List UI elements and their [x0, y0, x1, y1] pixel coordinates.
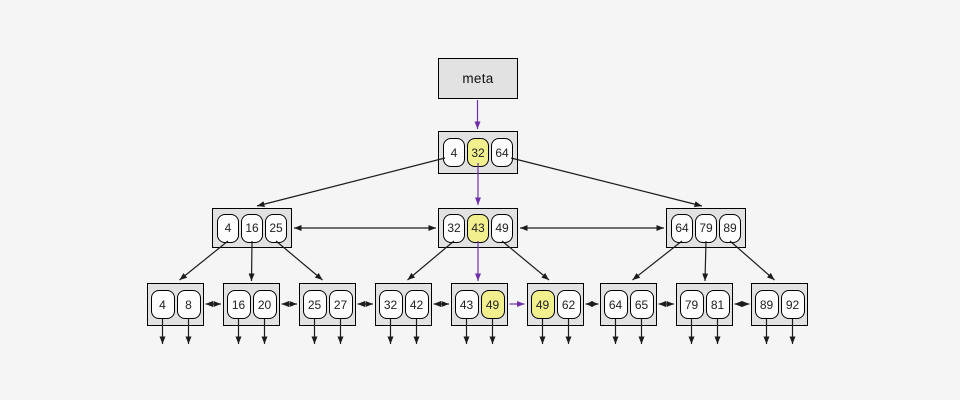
key-leaf-3-27: 27	[328, 290, 353, 319]
key-leaf-7-64: 64	[603, 290, 628, 319]
key-int-right-79: 79	[695, 213, 717, 243]
key-int-mid-32: 32	[443, 213, 465, 243]
key-root-64: 64	[491, 138, 513, 167]
key-root-4: 4	[443, 138, 465, 167]
key-int-mid-43: 43	[467, 213, 489, 243]
key-leaf-3-25: 25	[302, 290, 327, 319]
edge-root-to-int-left	[256, 157, 446, 208]
key-leaf-8-81: 81	[705, 290, 730, 319]
key-leaf-9-89: 89	[754, 290, 779, 319]
key-leaf-7-65: 65	[629, 290, 654, 319]
key-int-left-25: 25	[265, 213, 287, 243]
key-leaf-4-32: 32	[378, 290, 403, 319]
key-leaf-9-92: 92	[780, 290, 805, 319]
key-root-32: 32	[467, 138, 489, 167]
key-leaf-8-79: 79	[679, 290, 704, 319]
key-leaf-6-49: 49	[530, 290, 555, 319]
edge-root-to-int-right	[510, 157, 703, 208]
key-int-mid-49: 49	[491, 213, 513, 243]
key-leaf-2-16: 16	[226, 290, 251, 319]
key-int-left-4: 4	[217, 213, 239, 243]
node-meta: meta	[438, 58, 518, 99]
key-leaf-1-8: 8	[176, 290, 201, 319]
key-leaf-5-49: 49	[480, 290, 505, 319]
key-leaf-1-4: 4	[150, 290, 175, 319]
key-int-right-89: 89	[719, 213, 741, 243]
key-leaf-6-62: 62	[556, 290, 581, 319]
key-leaf-4-42: 42	[404, 290, 429, 319]
key-int-left-16: 16	[241, 213, 263, 243]
key-int-right-64: 64	[671, 213, 693, 243]
meta-label: meta	[462, 71, 494, 86]
key-leaf-5-43: 43	[454, 290, 479, 319]
key-leaf-2-20: 20	[252, 290, 277, 319]
